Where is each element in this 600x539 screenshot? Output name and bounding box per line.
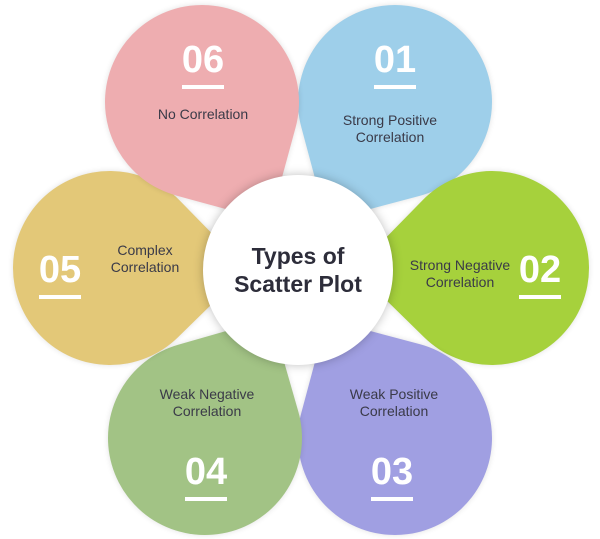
petal-number-03: 03 (352, 452, 432, 501)
petal-number-01: 01 (355, 40, 435, 89)
petal-label-06: No Correlation (157, 106, 249, 122)
petal-number-02: 02 (500, 250, 580, 299)
center-circle: Types of Scatter Plot (203, 175, 393, 365)
petal-label-03: Weak Positive Correlation (349, 386, 439, 419)
petal-number-06: 06 (163, 40, 243, 89)
petal-label-02: Strong Negative Correlation (409, 257, 511, 290)
petal-label-05: Complex Correlation (110, 242, 180, 275)
petal-label-01: Strong Positive Correlation (342, 112, 438, 145)
diagram-title: Types of Scatter Plot (234, 243, 362, 297)
petal-label-04: Weak Negative Correlation (159, 386, 255, 419)
petal-number-05: 05 (20, 250, 100, 299)
petal-number-04: 04 (166, 452, 246, 501)
